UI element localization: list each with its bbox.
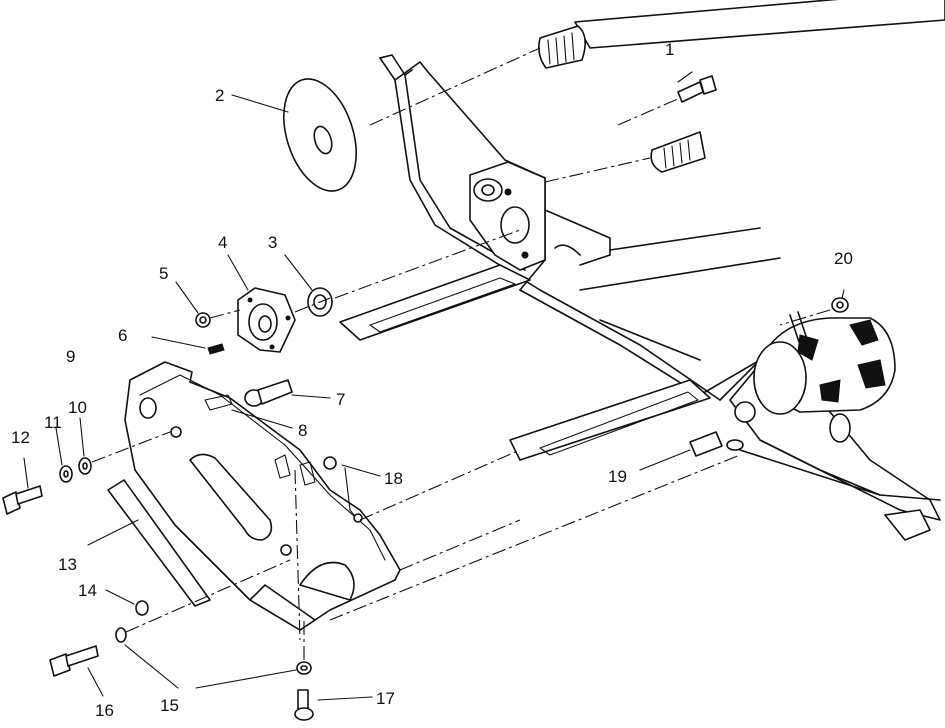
callout-12: 12 xyxy=(11,428,30,447)
part-19-plate xyxy=(639,431,744,471)
assembly-lines xyxy=(329,309,831,621)
callout-3: 3 xyxy=(268,233,277,252)
callout-11: 11 xyxy=(44,413,62,432)
callout-8: 8 xyxy=(298,421,307,440)
callout-6: 6 xyxy=(118,326,127,345)
part-5-nut xyxy=(175,281,241,328)
callout-16: 16 xyxy=(95,701,114,720)
part-9-chaincase-cover xyxy=(124,361,401,631)
callout-17: 17 xyxy=(376,689,395,708)
callout-20: 20 xyxy=(834,249,853,268)
callout-1: 1 xyxy=(665,40,674,59)
callout-2: 2 xyxy=(215,86,224,105)
callout-4: 4 xyxy=(218,233,227,252)
callout-labels: 1 2 3 4 5 6 7 8 9 10 11 12 13 14 15 16 1… xyxy=(11,40,853,720)
part-8-pointer xyxy=(231,409,293,429)
callout-19: 19 xyxy=(608,467,627,486)
callout-13: 13 xyxy=(58,555,77,574)
part-13-strip xyxy=(87,479,211,607)
callout-9: 9 xyxy=(66,347,75,366)
part-2-disc xyxy=(231,78,357,192)
part-12-bolt xyxy=(2,457,43,515)
chassis-frame xyxy=(339,54,941,541)
part-7-bolt xyxy=(244,379,331,407)
part-4-bearing-flange xyxy=(227,254,331,353)
part-10-washer xyxy=(78,417,171,475)
part-18-nuts xyxy=(274,454,381,641)
part-17-screw xyxy=(294,689,373,721)
callout-18: 18 xyxy=(384,469,403,488)
callout-7: 7 xyxy=(336,390,345,409)
callout-15: 15 xyxy=(160,696,179,715)
callout-10: 10 xyxy=(68,398,87,417)
callout-14: 14 xyxy=(78,581,97,600)
part-11-nut xyxy=(55,427,73,483)
part-14-rivet xyxy=(105,589,149,616)
rear-drum-housing xyxy=(753,311,896,415)
part-15-washers xyxy=(115,559,312,689)
part-6-set-screw xyxy=(151,336,225,355)
part-1-bolt xyxy=(677,71,717,103)
part-16-bolt xyxy=(49,645,104,697)
callout-5: 5 xyxy=(159,264,168,283)
part-20-nut xyxy=(831,289,849,313)
drive-shaft xyxy=(369,0,945,183)
